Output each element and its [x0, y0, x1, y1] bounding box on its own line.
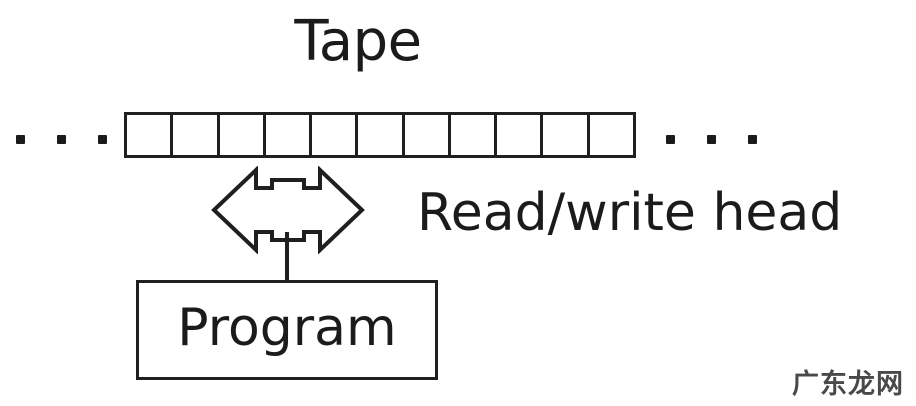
tape-right-ellipsis: [666, 128, 757, 150]
tape-cell[interactable]: [219, 115, 266, 155]
watermark: 广东龙网: [792, 369, 904, 400]
tape-cell[interactable]: [265, 115, 313, 155]
program-box[interactable]: Program: [136, 280, 438, 380]
left-right-arrow-icon: [211, 166, 365, 254]
ellipsis-dot: [707, 134, 716, 144]
program-label: Program: [177, 298, 397, 358]
tape-title-label: Tape: [294, 9, 422, 74]
tape-cell[interactable]: [589, 115, 633, 155]
ellipsis-dot: [98, 134, 107, 144]
tape-strip: [124, 112, 636, 158]
ellipsis-dot: [666, 134, 675, 144]
tape-cell[interactable]: [173, 115, 220, 155]
tape-cell[interactable]: [450, 115, 498, 155]
ellipsis-dot: [16, 134, 25, 144]
read-write-head-label: Read/write head: [417, 183, 843, 243]
ellipsis-dot: [57, 134, 66, 144]
tape-cell[interactable]: [404, 115, 451, 155]
tape-cell[interactable]: [358, 115, 405, 155]
head-to-program-connector: [285, 232, 289, 282]
tape-cell[interactable]: [497, 115, 544, 155]
tape-cell[interactable]: [312, 115, 359, 155]
ellipsis-dot: [748, 134, 757, 144]
tape-cell[interactable]: [127, 115, 174, 155]
tape-cell[interactable]: [543, 115, 590, 155]
tape-left-ellipsis: [16, 128, 107, 150]
